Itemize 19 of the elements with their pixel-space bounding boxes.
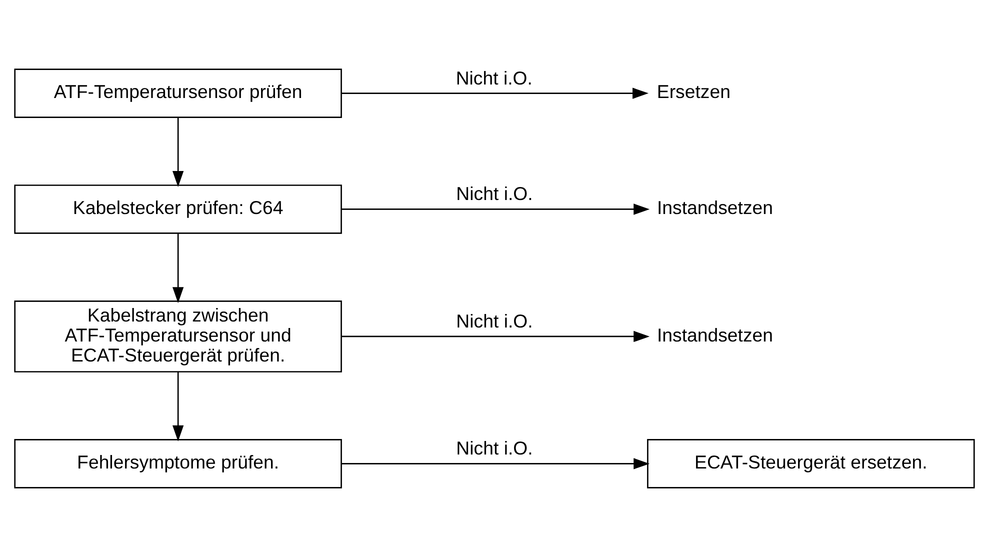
node-box: Fehlersymptome prüfen. [14,438,342,488]
node-text: Ersetzen [656,80,730,102]
node-text: Instandsetzen [656,196,773,218]
edge-label: Nicht i.O. [456,437,532,458]
edge-label: Nicht i.O. [456,182,532,204]
arrow [172,117,184,187]
arrow [340,330,650,342]
arrow [340,203,650,214]
node-box: ATF-Temperatursensor prüfen [14,68,342,118]
arrow [172,232,184,303]
edge-label: Nicht i.O. [456,310,532,331]
node-box: ECAT-Steuergerät ersetzen. [646,438,974,488]
node-box: Kabelstecker prüfen: C64 [14,184,342,234]
arrow [172,371,184,441]
node-text: Instandsetzen [656,324,773,345]
node-box: Kabelstrang zwischen ATF-Temperatursensor und ECAT-Steuergerät prüfen. [14,300,342,372]
edge-label: Nicht i.O. [455,66,532,88]
arrow [340,458,650,469]
arrow [341,87,648,98]
